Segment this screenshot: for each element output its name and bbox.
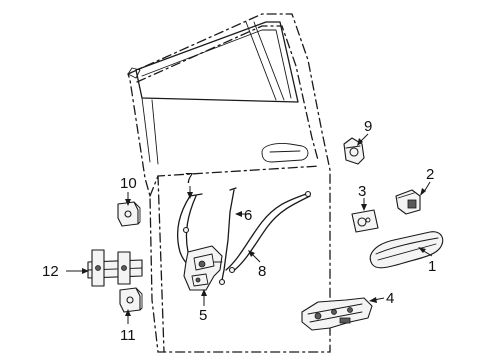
handle-seal (351, 209, 379, 233)
door-outline (127, 13, 331, 353)
callout-10: 10 (120, 175, 137, 192)
handle-cap (395, 189, 421, 215)
callout-12: 12 (42, 263, 59, 280)
door-lock-module (301, 297, 373, 331)
callout-1: 1 (428, 258, 436, 275)
callout-11: 11 (120, 327, 136, 344)
callout-labels: 1 2 3 4 5 6 7 8 9 10 11 12 (42, 118, 436, 344)
callout-7: 7 (185, 170, 193, 187)
outside-handle (369, 231, 444, 269)
inside-handle-cable (225, 190, 312, 274)
lock-rod (218, 187, 237, 286)
leader-lines (66, 133, 433, 324)
lower-door-hinge (119, 287, 143, 313)
callout-3: 3 (358, 183, 366, 200)
callout-2: 2 (426, 166, 434, 183)
callout-9: 9 (364, 118, 372, 135)
callout-8: 8 (258, 263, 266, 280)
door-handle-recess (261, 143, 309, 163)
callout-4: 4 (386, 290, 394, 307)
callout-6: 6 (244, 207, 252, 224)
door-window-frame (127, 21, 299, 165)
callout-5: 5 (199, 307, 207, 324)
door-check-strap (87, 249, 143, 287)
door-lock-assembly (183, 245, 223, 291)
upper-door-hinge (117, 201, 141, 227)
